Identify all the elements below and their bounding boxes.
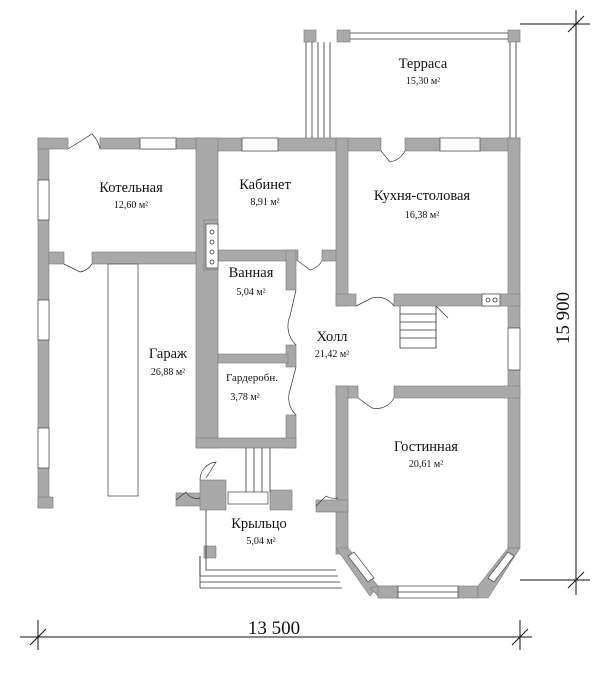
hall-name: Холл [316, 329, 347, 345]
boiler-name: Котельная [99, 180, 163, 196]
terrace-area: 15,30 м² [406, 76, 440, 87]
office-area: 8,91 м² [250, 197, 279, 208]
doors [63, 133, 406, 507]
porch-name: Крыльцо [231, 516, 287, 532]
porch-area: 5,04 м² [246, 536, 275, 547]
dimension-labels: 13 500 15 900 [248, 292, 574, 639]
height-dimension: 15 900 [553, 292, 574, 344]
porch-steps [199, 448, 342, 589]
terrace-structure [303, 29, 521, 138]
dimension-lines [20, 10, 590, 650]
living-name: Гостинная [394, 439, 458, 455]
office-name: Кабинет [239, 177, 291, 193]
staircase [399, 305, 449, 349]
terrace-name: Терраса [399, 56, 448, 72]
room-labels: Терраса 15,30 м² Котельная 12,60 м² Каби… [99, 56, 470, 547]
bath-area: 5,04 м² [236, 287, 265, 298]
garage-name: Гараж [149, 346, 188, 362]
living-area: 20,61 м² [409, 459, 443, 470]
wardrobe-area: 3,78 м² [230, 392, 259, 403]
wardrobe-name: Гардеробн. [226, 372, 278, 384]
hall-area: 21,42 м² [315, 349, 349, 360]
bath-name: Ванная [229, 265, 274, 281]
width-dimension: 13 500 [248, 618, 300, 639]
kitchen-area: 16,38 м² [405, 210, 439, 221]
fixtures [107, 223, 501, 589]
garage-area: 26,88 м² [151, 367, 185, 378]
boiler-area: 12,60 м² [114, 200, 148, 211]
windows [37, 137, 521, 599]
kitchen-name: Кухня-столовая [374, 188, 471, 204]
